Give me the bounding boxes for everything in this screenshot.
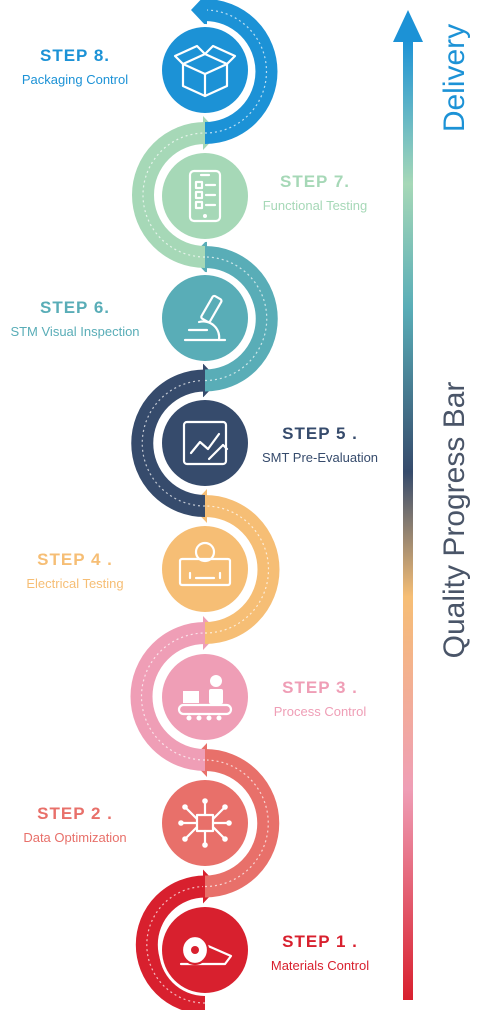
step-6-number: STEP 6. <box>40 298 110 317</box>
step-3-circle <box>162 654 248 740</box>
step-1-text: STEP 1 . Materials Control <box>225 932 415 973</box>
quality-progress-bar-label: Quality Progress Bar <box>438 381 471 659</box>
step-8-number: STEP 8. <box>40 46 110 65</box>
step-8-text: STEP 8. Packaging Control <box>0 46 170 87</box>
flow-arc-pattern-7 <box>142 132 206 258</box>
phone-checklist-icon <box>188 169 222 223</box>
step-1-number: STEP 1 . <box>282 932 358 951</box>
box-icon <box>173 44 237 98</box>
flow-arrow-step-8 <box>191 0 207 27</box>
step-6-circle <box>162 275 248 361</box>
step-2-node <box>159 777 251 869</box>
step-7-text: STEP 7. Functional Testing <box>220 172 410 213</box>
bulb-battery-icon <box>178 541 232 587</box>
step-1-node <box>159 904 251 996</box>
flow-arc-pattern-3 <box>140 632 206 761</box>
material-roll-icon <box>179 934 233 966</box>
step-4-text: STEP 4 . Electrical Testing <box>0 550 170 591</box>
step-4-number: STEP 4 . <box>37 550 113 569</box>
step-2-text: STEP 2 . Data Optimization <box>0 804 170 845</box>
step-7-name: Functional Testing <box>262 198 368 213</box>
step-5-name: SMT Pre-Evaluation <box>261 450 379 465</box>
step-5-circle <box>162 400 248 486</box>
flow-arc-pattern-8 <box>204 9 268 134</box>
step-7-circle <box>162 153 248 239</box>
step-6-text: STEP 6. STM Visual Inspection <box>0 298 170 339</box>
microscope-icon <box>183 294 227 342</box>
flow-arc-step-2 <box>204 749 280 898</box>
quality-progress-bar <box>393 10 423 1000</box>
step-3-text: STEP 3 . Process Control <box>225 678 415 719</box>
flow-arcs <box>130 0 280 1010</box>
progress-bar-shaft <box>403 40 413 1000</box>
step-4-node <box>159 523 251 615</box>
step-3-name: Process Control <box>273 704 367 719</box>
step-2-name: Data Optimization <box>23 830 127 845</box>
step-5-number: STEP 5 . <box>282 424 358 443</box>
step-1-name: Materials Control <box>270 958 370 973</box>
flow-arc-pattern-4 <box>204 505 270 634</box>
progress-bar-arrowhead <box>393 10 423 42</box>
delivery-label: Delivery <box>438 23 471 133</box>
step-2-number: STEP 2 . <box>37 804 113 823</box>
flow-arc-step-5 <box>131 369 206 517</box>
chip-circuit-icon <box>178 798 232 848</box>
step-7-number: STEP 7. <box>280 172 350 191</box>
step-4-circle <box>162 526 248 612</box>
step-7-node <box>159 150 251 242</box>
conveyor-worker-icon <box>177 675 233 721</box>
step-2-circle <box>162 780 248 866</box>
step-6-node <box>159 272 251 364</box>
step-circles <box>159 24 251 996</box>
step-3-node <box>159 651 251 743</box>
step-6-name: STM Visual Inspection <box>10 324 140 339</box>
step-5-node <box>159 397 251 489</box>
step-4-name: Electrical Testing <box>26 576 124 591</box>
step-5-text: STEP 5 . SMT Pre-Evaluation <box>225 424 415 465</box>
flow-arc-pattern-1 <box>146 885 206 1004</box>
chart-pen-icon <box>182 420 229 466</box>
step-8-name: Packaging Control <box>21 72 129 87</box>
step-8-circle <box>162 27 248 113</box>
step-3-number: STEP 3 . <box>282 678 358 697</box>
flow-arc-pattern-6 <box>204 256 268 382</box>
step-8-node <box>159 24 251 116</box>
